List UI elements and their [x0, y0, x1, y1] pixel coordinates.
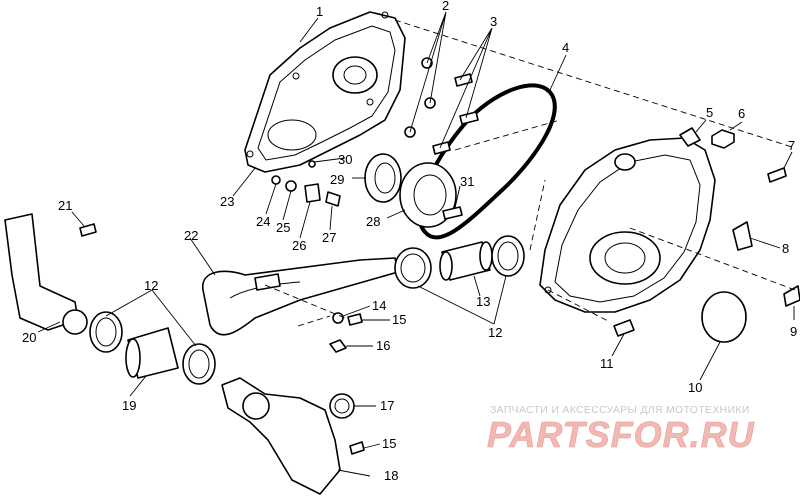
callout-4: 4	[562, 40, 569, 55]
watermark-tagline: ЗАПЧАСТИ И АКСЕССУАРЫ ДЛЯ МОТОТЕХНИКИ	[490, 404, 750, 416]
tube-19	[125, 327, 179, 379]
callout-5: 5	[706, 105, 713, 120]
inner-clutch-cover	[244, 11, 406, 173]
callout-10: 10	[688, 380, 702, 395]
callout-17: 17	[380, 398, 394, 413]
hardware-24-27-30	[271, 160, 341, 207]
callout-7: 7	[788, 138, 795, 153]
watermark-logo: PARTSFOR.RU	[487, 414, 755, 455]
clamp-12-lower-a	[89, 311, 123, 353]
callout-3: 3	[490, 14, 497, 29]
callout-19: 19	[122, 398, 136, 413]
callout-12-lower: 12	[144, 278, 158, 293]
decal-9	[783, 285, 800, 307]
bolt-21	[79, 223, 97, 237]
grommet-14	[332, 312, 344, 324]
callout-23: 23	[220, 194, 234, 209]
fasteners-2-3	[404, 57, 479, 155]
callout-28: 28	[366, 214, 380, 229]
nut-16	[329, 339, 347, 353]
outlet-duct-18	[221, 377, 341, 495]
clamp-12-lower-b	[182, 343, 216, 385]
callout-15-upper: 15	[392, 312, 406, 327]
drive-belt	[417, 83, 557, 240]
callout-27: 27	[322, 230, 336, 245]
boot-13	[439, 241, 493, 281]
screw-15-b	[349, 441, 365, 455]
callout-26: 26	[292, 238, 306, 253]
callout-6: 6	[738, 106, 745, 121]
screw-11	[613, 319, 635, 337]
clamp-12-upper-a	[394, 247, 432, 289]
screw-31	[442, 206, 463, 220]
callout-8: 8	[782, 241, 789, 256]
screw-15-a	[347, 313, 363, 326]
callout-30: 30	[338, 152, 352, 167]
callout-13: 13	[476, 294, 490, 309]
clip-6	[711, 129, 735, 149]
seal-29	[364, 153, 402, 203]
callout-11: 11	[600, 356, 614, 371]
callout-1: 1	[316, 4, 323, 19]
callout-20: 20	[22, 330, 36, 345]
callout-18: 18	[384, 468, 398, 483]
clamp-17	[329, 393, 355, 419]
callout-9: 9	[790, 324, 797, 339]
callout-15-lower: 15	[382, 436, 396, 451]
outer-clutch-cover	[539, 127, 716, 313]
callout-14: 14	[372, 298, 386, 313]
callout-21: 21	[58, 198, 72, 213]
callout-31: 31	[460, 174, 474, 189]
callout-16: 16	[376, 338, 390, 353]
screw-7	[767, 167, 787, 183]
callout-29: 29	[330, 172, 344, 187]
gasket-10	[701, 291, 747, 343]
callout-24: 24	[256, 214, 270, 229]
callout-12-upper: 12	[488, 325, 502, 340]
bearing-plate-28	[399, 162, 457, 228]
decal-8	[732, 221, 753, 251]
clamp-12-upper-b	[491, 235, 525, 277]
callout-25: 25	[276, 220, 290, 235]
callout-2: 2	[442, 0, 449, 13]
callout-22: 22	[184, 228, 198, 243]
